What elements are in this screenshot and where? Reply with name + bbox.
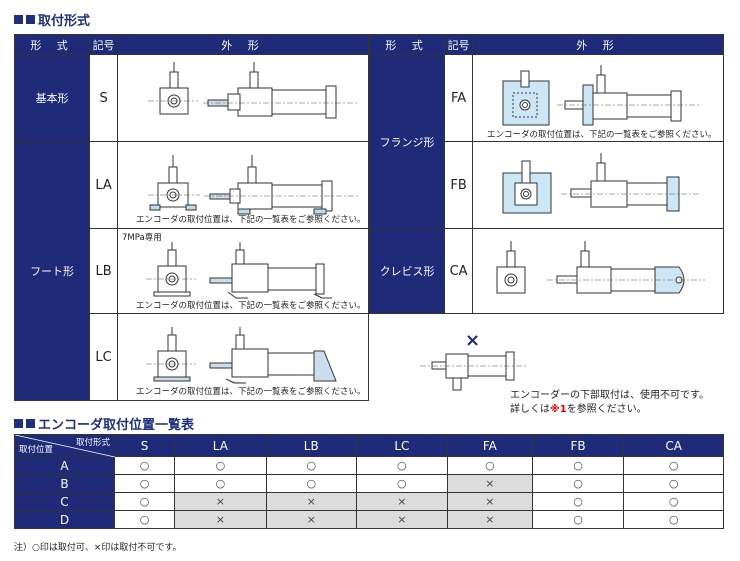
- cell: ×: [446, 474, 533, 493]
- mounting-table-right: 形 式 記号 外 形 フランジ形 FA: [368, 34, 724, 314]
- col-la: LA: [174, 434, 267, 457]
- figure-fb: [472, 141, 724, 229]
- note-lc: エンコーダの取付位置は、下記の一覧表をご参照ください。: [136, 387, 366, 397]
- code-fa: FA: [444, 54, 473, 142]
- row-label-c: C: [14, 492, 115, 511]
- code-fb: FB: [444, 141, 473, 229]
- table-row: B ○ ○ ○ ○ × ○ ○: [14, 474, 724, 493]
- row-label-d: D: [14, 510, 115, 529]
- cell: ×: [174, 492, 267, 511]
- form-clevis: クレビス形: [368, 228, 446, 314]
- cell: ×: [265, 492, 357, 511]
- code-lb: LB: [89, 228, 118, 314]
- header-shape-right: 外 形: [472, 34, 724, 55]
- cell: ○: [531, 474, 625, 493]
- cell: ×: [446, 492, 533, 511]
- note-fa: エンコーダの取付位置は、下記の一覧表をご参照ください。: [487, 130, 717, 140]
- cell: ○: [623, 474, 724, 493]
- table-row: D ○ × × × × ○ ○: [14, 510, 724, 529]
- col-fa: FA: [446, 434, 533, 457]
- section-title-mounting: 取付形式: [14, 10, 90, 29]
- header-form: 形 式: [13, 34, 91, 55]
- cell: ○: [623, 492, 724, 511]
- figure-lb: 7MPa専用 エンコーダの取付位置は、下記の一覧表をご参照くださ: [117, 228, 369, 314]
- cylinder-drawing-lc: [146, 327, 337, 384]
- cell: ○: [355, 456, 448, 475]
- cell: ○: [531, 456, 625, 475]
- cell: ○: [355, 474, 448, 493]
- figure-s: [117, 54, 369, 142]
- row-label-b: B: [14, 474, 115, 493]
- header-form-right: 形 式: [368, 34, 446, 55]
- cell: ○: [446, 456, 533, 475]
- code-lc: LC: [89, 313, 118, 401]
- figure-lc: エンコーダの取付位置は、下記の一覧表をご参照ください。: [117, 313, 369, 401]
- cell: ○: [113, 474, 176, 493]
- bottom-mount-drawing: [420, 351, 528, 391]
- table-row: A ○ ○ ○ ○ ○ ○ ○: [14, 456, 724, 475]
- col-fb: FB: [531, 434, 625, 457]
- footnote: 注）○印は取付可、×印は取付不可です。: [14, 543, 182, 553]
- form-flange: フランジ形: [368, 54, 446, 229]
- header-code-right: 記号: [444, 34, 473, 55]
- col-s: S: [113, 434, 176, 457]
- cylinder-drawing-lb: [146, 242, 332, 299]
- section-title-list: エンコーダ取付位置一覧表: [14, 414, 194, 433]
- cylinder-drawing-fb: [502, 152, 701, 213]
- cell: ○: [113, 492, 176, 511]
- form-foot: フート形: [13, 141, 91, 401]
- cell: ×: [265, 510, 357, 529]
- figure-fa: エンコーダの取付位置は、下記の一覧表をご参照ください。: [472, 54, 724, 142]
- cell: ○: [623, 456, 724, 475]
- code-s: S: [89, 54, 118, 142]
- note-lb: エンコーダの取付位置は、下記の一覧表をご参照ください。: [136, 301, 366, 311]
- bottom-note-line1: エンコーダーの下部取付は、使用不可です。: [510, 390, 709, 401]
- col-ca: CA: [623, 434, 724, 457]
- code-la: LA: [89, 141, 118, 229]
- bottom-note-line2: 詳しくは※1を参照ください。: [510, 404, 647, 415]
- cell: ×: [355, 510, 448, 529]
- cylinder-drawing-la: [148, 155, 358, 215]
- cell: ○: [113, 510, 176, 529]
- form-basic: 基本形: [13, 54, 91, 142]
- cell: ×: [174, 510, 267, 529]
- cell: ×: [355, 492, 448, 511]
- bottom-mount-note: エンコーダーの下部取付は、使用不可です。 詳しくは※1を参照ください。: [510, 389, 709, 417]
- figure-la: エンコーダの取付位置は、下記の一覧表をご参照ください。: [117, 141, 369, 229]
- cell: ○: [174, 474, 267, 493]
- tag-7mpa: 7MPa専用: [122, 233, 162, 243]
- encoder-position-table: 取付形式 取付位置 S LA LB LC FA FB CA A ○ ○ ○ ○ …: [14, 434, 724, 529]
- col-lc: LC: [355, 434, 448, 457]
- note-la: エンコーダの取付位置は、下記の一覧表をご参照ください。: [136, 215, 366, 225]
- corner-header: 取付形式 取付位置: [14, 434, 115, 457]
- col-lb: LB: [265, 434, 357, 457]
- cell: ○: [265, 474, 357, 493]
- figure-ca: [472, 228, 724, 314]
- cylinder-drawing-ca: [496, 241, 705, 294]
- mounting-table-left: 形 式 記号 外 形 基本形 S: [13, 34, 369, 401]
- cell: ○: [174, 456, 267, 475]
- cell: ○: [623, 510, 724, 529]
- header-code: 記号: [89, 34, 118, 55]
- cell: ×: [446, 510, 533, 529]
- header-shape: 外 形: [117, 34, 369, 55]
- cell: ○: [265, 456, 357, 475]
- cell: ○: [531, 510, 625, 529]
- cylinder-drawing-s: [148, 61, 358, 118]
- cell: ○: [531, 492, 625, 511]
- cylinder-drawing-fa: [502, 64, 701, 125]
- code-ca: CA: [444, 228, 473, 314]
- table-row: C ○ × × × × ○ ○: [14, 492, 724, 511]
- cell: ○: [113, 456, 176, 475]
- row-label-a: A: [14, 456, 115, 475]
- not-allowed-mark: ×: [465, 330, 481, 351]
